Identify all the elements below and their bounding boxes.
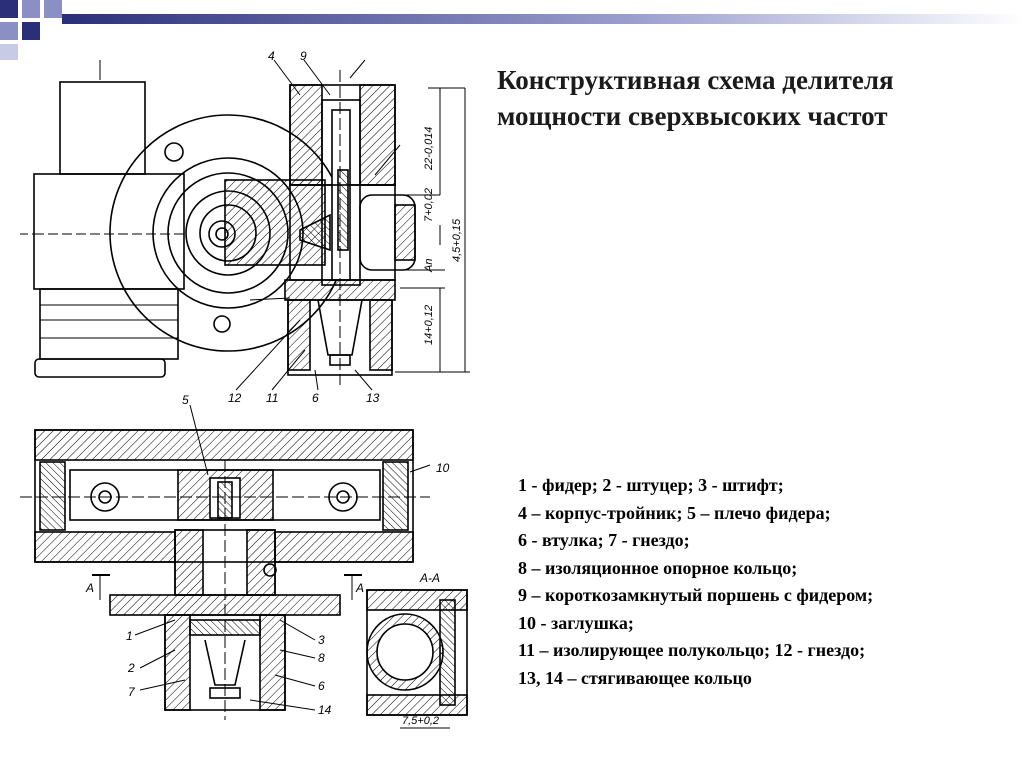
slide-title: Конструктивная схема делителя мощности с… bbox=[497, 62, 1007, 134]
section-marker-right: A bbox=[355, 581, 364, 595]
dim-45: 4,5+0,15 bbox=[451, 218, 463, 262]
label-7: 7 bbox=[128, 685, 136, 699]
legend-item: 4 – корпус-тройник; 5 – плечо фидера; bbox=[518, 502, 831, 523]
label-2: 2 bbox=[127, 661, 135, 675]
label-4: 4 bbox=[268, 49, 275, 63]
label-8: 8 bbox=[318, 651, 325, 665]
parts-legend: 1 - фидер; 2 - штуцер; 3 - штифт; 4 – ко… bbox=[518, 472, 1018, 692]
label-3: 3 bbox=[318, 633, 325, 647]
label-12: 12 bbox=[228, 391, 242, 405]
section-marker-left: A bbox=[85, 581, 94, 595]
legend-item: 9 – короткозамкнутый поршень с фидером; bbox=[518, 585, 874, 605]
dim-14: 14+0,12 bbox=[423, 305, 435, 345]
dim-75: 7,5+0,2 bbox=[402, 715, 439, 727]
dim-22: 22-0,014 bbox=[423, 127, 435, 171]
legend-item: 13, 14 – стягивающее кольцо bbox=[518, 667, 752, 688]
label-1: 1 bbox=[126, 629, 133, 643]
label-9: 9 bbox=[300, 49, 307, 63]
legend-item: 8 – изоляционное опорное кольцо; bbox=[518, 557, 798, 578]
label-14: 14 bbox=[318, 703, 332, 717]
title-line-2: мощности сверхвысоких частот bbox=[497, 101, 888, 131]
dim-an: An bbox=[423, 259, 435, 273]
header-decoration bbox=[0, 0, 1024, 60]
bottom-view bbox=[20, 404, 468, 729]
title-line-1: Конструктивная схема делителя bbox=[497, 65, 894, 95]
legend-item: 6 - втулка; 7 - гнездо; bbox=[518, 530, 690, 550]
label-5: 5 bbox=[182, 393, 189, 407]
label-6b: 6 bbox=[318, 679, 325, 693]
dim-7: 7+0,02 bbox=[423, 188, 435, 222]
label-10: 10 bbox=[436, 461, 450, 475]
label-13: 13 bbox=[366, 391, 380, 405]
legend-item: 1 - фидер; 2 - штуцер; 3 - штифт; bbox=[518, 475, 784, 495]
legend-item: 11 – изолирующее полукольцо; 12 - гнездо… bbox=[518, 640, 866, 660]
label-11: 11 bbox=[266, 391, 278, 405]
section-title: А-А bbox=[419, 571, 440, 585]
label-6: 6 bbox=[312, 391, 319, 405]
legend-item: 10 - заглушка; bbox=[518, 612, 634, 633]
top-view bbox=[20, 59, 470, 391]
